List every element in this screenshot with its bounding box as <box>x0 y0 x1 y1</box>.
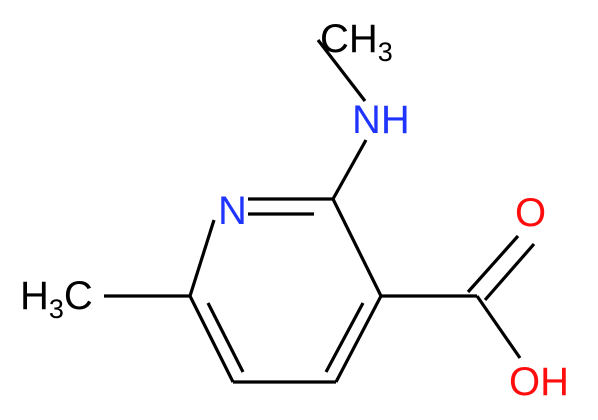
bond-cooh-oh <box>475 295 522 359</box>
bond-cooh-o-double-b <box>483 242 536 302</box>
ring-methyl-label: H3C <box>20 274 93 324</box>
hydroxyl-label: OH <box>509 360 569 404</box>
carbonyl-oxygen-label: O <box>515 191 546 235</box>
atom-labels: CH3 NH N O H3C OH <box>20 17 569 404</box>
bond-c3-c2 <box>331 198 383 297</box>
bond-c6-c5 <box>188 295 235 383</box>
bond-c4-c3-inner <box>324 302 365 373</box>
bond-nh-c2 <box>331 139 368 200</box>
methyl-amine-label: CH3 <box>320 17 393 67</box>
bond-c6-c5-inner <box>206 302 245 373</box>
amine-label: NH <box>352 98 410 142</box>
bond-ch3-nh <box>316 39 367 102</box>
bond-c4-c3 <box>334 295 383 383</box>
bond-cooh-o-double-a <box>466 234 520 294</box>
bond-n1-c6 <box>188 219 216 297</box>
ring-nitrogen-label: N <box>218 189 247 233</box>
bonds <box>104 39 536 384</box>
